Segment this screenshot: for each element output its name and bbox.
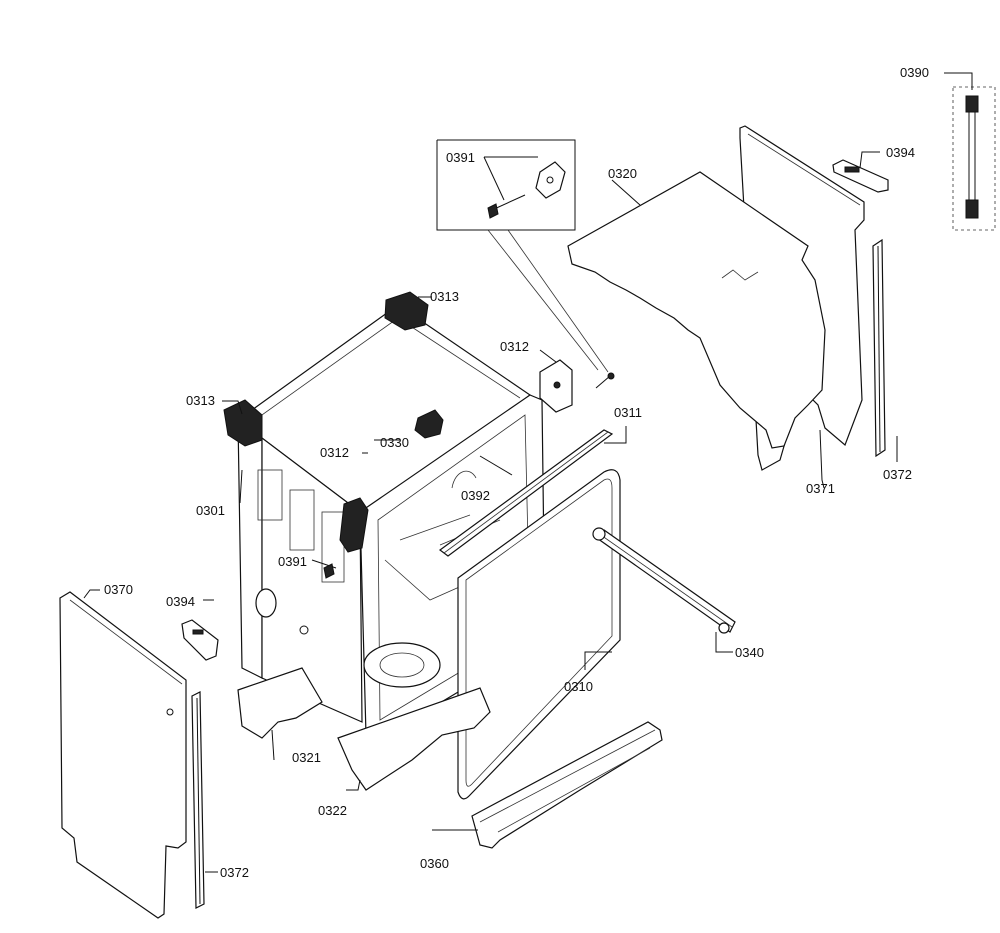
part-0372-strip-left [191,691,218,909]
part-0322-base [337,687,491,791]
callout-0391-tub: 0391 [278,554,307,569]
callout-0321: 0321 [292,750,321,765]
part-0391-detail [436,139,609,373]
callout-0301: 0301 [196,503,225,518]
callout-0312-hinge: 0312 [500,339,529,354]
callout-0312-tub: 0312 [320,445,349,460]
callout-0370: 0370 [104,582,133,597]
callout-0391-detail: 0391 [446,150,475,165]
callout-0313-left: 0313 [186,393,215,408]
callout-0340: 0340 [735,645,764,660]
part-0311-rail [438,426,627,557]
part-0394-bracket-left [181,619,219,661]
callout-0311: 0311 [614,405,642,420]
part-0372-strip-right [872,238,898,462]
part-0370-door-panel [59,589,187,919]
part-0394-bracket-top [832,151,889,193]
part-0312-hinge [539,349,615,413]
callout-0394-top: 0394 [886,145,915,160]
part-0340-tube [592,527,736,653]
callout-0390: 0390 [900,65,929,80]
callout-0310: 0310 [564,679,593,694]
callout-0372-right: 0372 [883,467,912,482]
callout-0320: 0320 [608,166,637,181]
part-0310-gasket [457,469,621,800]
callout-0394-left: 0394 [166,594,195,609]
part-0360-toekick [432,721,663,849]
callout-0322: 0322 [318,803,347,818]
callout-0392: 0392 [461,488,490,503]
callout-0371: 0371 [806,481,835,496]
callout-0330: 0330 [380,435,409,450]
part-0320-insulation [567,171,826,449]
callout-0360: 0360 [420,856,449,871]
callout-labels: 0390 0394 0391 0320 0313 0312 0313 0330 … [104,65,929,880]
part-0390-hose [944,72,996,231]
callout-0372-left: 0372 [220,865,249,880]
callout-0313-right: 0313 [430,289,459,304]
part-0321-base [237,667,323,761]
